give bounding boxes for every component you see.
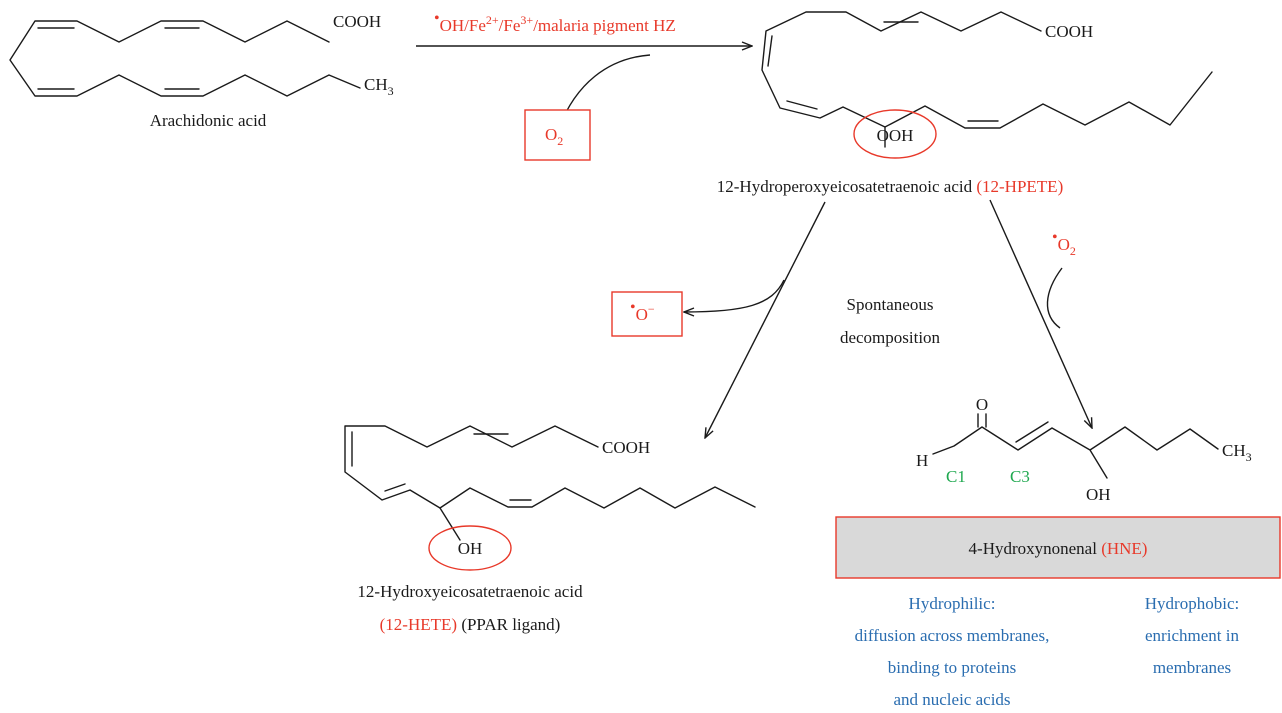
hete-structure: COOH OH 12-Hydroxyeicosatetraenoic acid …	[344, 425, 756, 634]
o2-box	[524, 109, 591, 161]
hydrophilic-line-2: diffusion across membranes,	[855, 626, 1050, 645]
hydrophobic-line-2: enrichment in	[1145, 626, 1239, 645]
hpete-cooh-label: COOH	[1045, 22, 1093, 41]
reaction-arrow-1: •OH/Fe2+/Fe3+/malaria pigment HZ O2	[416, 10, 752, 161]
hne-structure: O H C1 C3 OH CH3 4-Hydroxynonenal (HNE)	[835, 395, 1281, 579]
hne-properties: Hydrophilic: diffusion across membranes,…	[855, 594, 1240, 709]
hne-name-box	[835, 516, 1281, 579]
hete-oh-label: OH	[458, 539, 483, 558]
hne-oh-label: OH	[1086, 485, 1111, 504]
superoxide-label: •O−	[630, 299, 655, 324]
spontaneous-label: Spontaneous	[847, 295, 934, 314]
arachidonic-acid-structure: COOH CH3 Arachidonic acid	[9, 12, 394, 130]
decomposition-label: decomposition	[840, 328, 941, 347]
hete-abbr-line: (12-HETE) (PPAR ligand)	[380, 615, 561, 634]
o2-label: O2	[545, 125, 563, 148]
hne-c1-label: C1	[946, 467, 966, 486]
o2-radical-input-curve	[1046, 267, 1063, 329]
hydrophobic-line-3: membranes	[1153, 658, 1231, 677]
arrow-to-hne	[989, 199, 1092, 428]
hpete-name: 12-Hydroperoxyeicosatetraenoic acid (12-…	[717, 177, 1063, 196]
hne-oxygen-label: O	[976, 395, 988, 414]
decomposition-arrows: •O− Spontaneous decomposition •O2	[611, 199, 1092, 438]
hne-hydrogen-label: H	[916, 451, 928, 470]
superoxide-release-curve	[684, 279, 785, 312]
arachidonic-ch3-label: CH3	[364, 75, 394, 98]
hydrophilic-line-3: binding to proteins	[888, 658, 1016, 677]
arachidonic-cooh-label: COOH	[333, 12, 381, 31]
hete-oh-highlight	[428, 525, 512, 571]
hpete-ooh-label: OOH	[877, 126, 914, 145]
hne-c3-label: C3	[1010, 467, 1030, 486]
hpete-structure: COOH OOH 12-Hydroperoxyeicosatetraenoic …	[717, 11, 1213, 196]
hete-name: 12-Hydroxyeicosatetraenoic acid	[357, 582, 583, 601]
reaction-conditions-label: •OH/Fe2+/Fe3+/malaria pigment HZ	[434, 10, 676, 35]
hydrophilic-line-4: and nucleic acids	[893, 690, 1010, 709]
arrow-to-hete	[705, 201, 826, 438]
o2-radical-label: •O2	[1052, 229, 1076, 258]
arachidonic-acid-name: Arachidonic acid	[150, 111, 267, 130]
superoxide-box	[611, 291, 683, 337]
hne-ch3-label: CH3	[1222, 441, 1252, 464]
hne-name: 4-Hydroxynonenal (HNE)	[969, 539, 1148, 558]
hpete-ooh-highlight	[853, 109, 937, 159]
hydrophobic-line-1: Hydrophobic:	[1145, 594, 1239, 613]
hete-cooh-label: COOH	[602, 438, 650, 457]
hydrophilic-line-1: Hydrophilic:	[909, 594, 996, 613]
